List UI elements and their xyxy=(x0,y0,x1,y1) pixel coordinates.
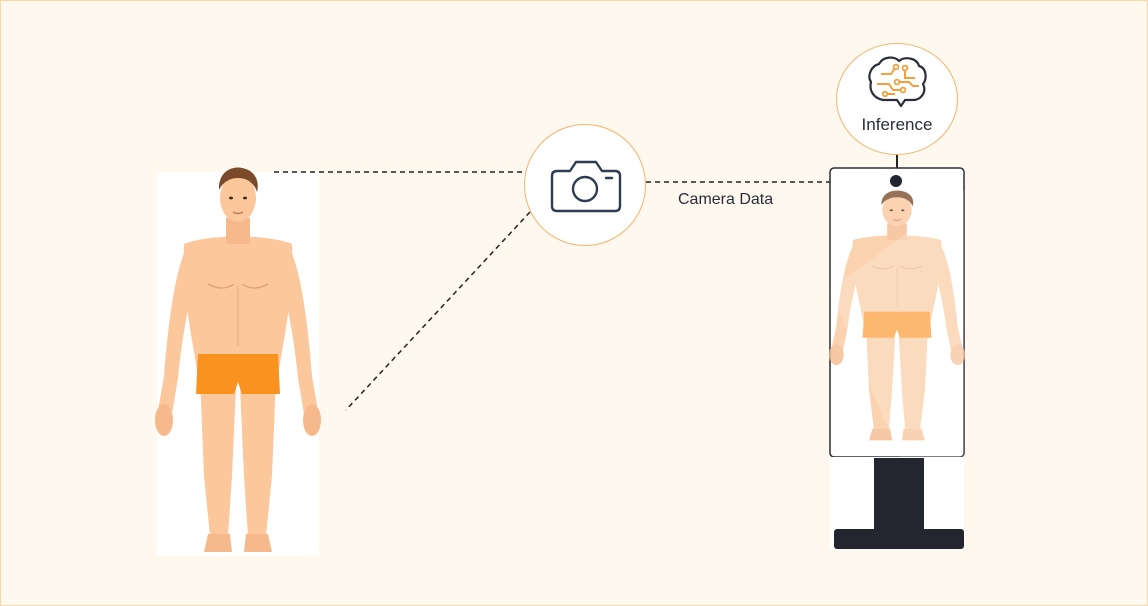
mirror-stand-post xyxy=(874,458,924,534)
mirror-glare xyxy=(830,190,964,457)
inference-label: Inference xyxy=(861,115,933,134)
brain-circuit-icon xyxy=(868,56,927,108)
mirror-camera-lens xyxy=(890,175,902,187)
camera-icon xyxy=(550,160,622,213)
mirror-stand-base xyxy=(834,529,964,549)
connector-camera-fov xyxy=(345,211,531,411)
camera-node xyxy=(524,124,646,246)
camera-data-label: Camera Data xyxy=(678,191,774,208)
inference-node: Inference xyxy=(836,43,958,155)
